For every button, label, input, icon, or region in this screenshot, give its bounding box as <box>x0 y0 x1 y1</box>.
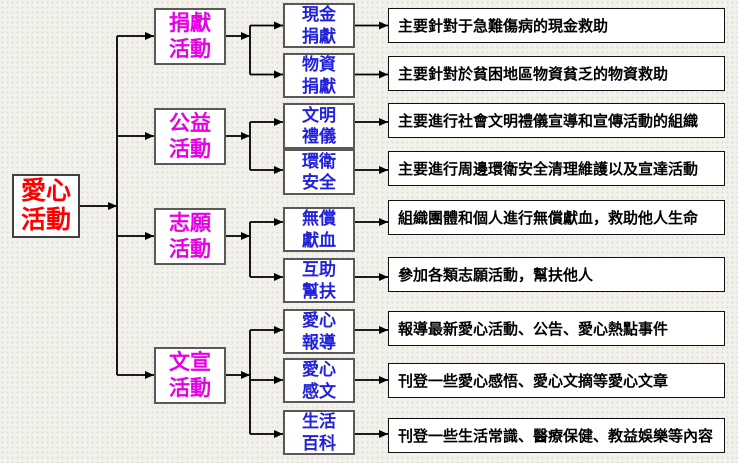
description-goods-donation: 主要針對於貧困地區物資貧乏的物資救助 <box>388 56 725 91</box>
description-sanitation-safety: 主要進行周邊環衛安全清理維護以及宣達活動 <box>388 151 725 186</box>
node-category-publicity: 文宣 活動 <box>154 347 226 404</box>
node-item-life-encyclopedia: 生活 百科 <box>283 410 355 455</box>
node-item-blood-donation: 無償 獻血 <box>283 207 355 252</box>
category-label-line: 活動 <box>169 376 211 400</box>
category-label-line: 公益 <box>169 112 211 136</box>
description-cash-donation: 主要針對于急難傷病的現金救助 <box>388 8 725 43</box>
item-label-line: 禮儀 <box>302 127 336 146</box>
item-label-line: 愛心 <box>302 360 336 380</box>
description-charity-report: 報導最新愛心活動、公告、愛心熱點事件 <box>388 311 725 346</box>
node-item-civility-etiquette: 文明 禮儀 <box>283 103 355 149</box>
item-label-line: 幫扶 <box>302 281 336 301</box>
category-label-line: 文宣 <box>169 351 211 375</box>
item-label-line: 捐獻 <box>302 26 336 46</box>
item-label-line: 互助 <box>302 260 336 280</box>
item-label-line: 物資 <box>302 55 336 75</box>
item-label-line: 捐獻 <box>302 76 336 96</box>
item-label-line: 無償 <box>302 209 336 229</box>
category-label-line: 活動 <box>169 37 211 61</box>
node-item-goods-donation: 物資 捐獻 <box>283 53 355 98</box>
node-root-label-line: 活動 <box>20 206 71 234</box>
item-label-line: 感文 <box>302 381 336 401</box>
description-blood-donation: 組織團體和個人進行無償獻血，救助他人生命 <box>388 200 725 235</box>
item-label-line: 現金 <box>302 5 336 25</box>
node-item-cash-donation: 現金 捐獻 <box>283 3 355 48</box>
description-mutual-help: 參加各類志願活動，幫扶他人 <box>388 257 725 292</box>
item-label-line: 報導 <box>302 332 336 352</box>
category-label-line: 活動 <box>169 137 211 161</box>
node-item-charity-essay: 愛心 感文 <box>283 358 355 403</box>
node-category-donation: 捐獻 活動 <box>154 8 226 65</box>
node-item-mutual-help: 互助 幫扶 <box>283 258 355 303</box>
description-charity-essay: 刊登一些愛心感悟、愛心文摘等愛心文章 <box>388 363 725 398</box>
node-item-charity-report: 愛心 報導 <box>283 309 355 354</box>
item-label-line: 愛心 <box>302 311 336 331</box>
item-label-line: 生活 <box>302 412 336 432</box>
node-category-volunteer: 志願 活動 <box>154 208 226 265</box>
node-root-label-line: 愛心 <box>20 177 71 205</box>
item-label-line: 獻血 <box>302 230 336 250</box>
item-label-line: 安全 <box>302 173 336 192</box>
node-category-public-welfare: 公益 活動 <box>154 108 226 165</box>
description-civility-etiquette: 主要進行社會文明禮儀宣導和宣傳活動的組織 <box>388 103 725 138</box>
category-label-line: 活動 <box>169 237 211 261</box>
category-label-line: 捐獻 <box>169 12 211 36</box>
description-life-encyclopedia: 刊登一些生活常識、醫療保健、教益娛樂等內容 <box>388 418 725 453</box>
node-root: 愛心 活動 <box>12 174 80 238</box>
category-label-line: 志願 <box>169 212 211 236</box>
item-label-line: 文明 <box>302 105 336 125</box>
item-label-line: 環衛 <box>302 151 336 171</box>
node-item-sanitation-safety: 環衛 安全 <box>283 149 355 195</box>
item-label-line: 百科 <box>302 433 336 453</box>
